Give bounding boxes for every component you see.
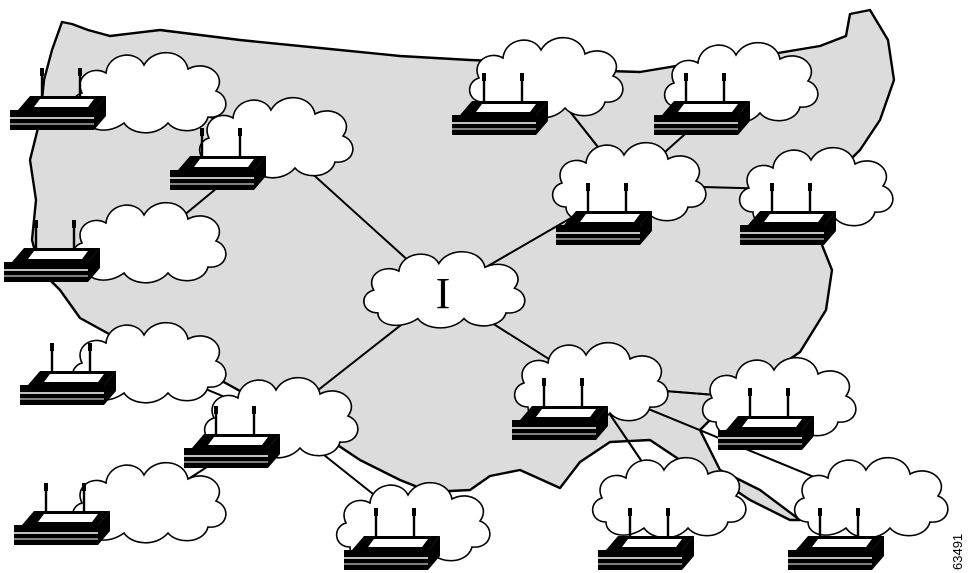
hub-label: I	[436, 269, 451, 318]
cloud-gulf-coast	[591, 456, 747, 539]
site-florida	[786, 456, 949, 572]
site-gulf-coast	[591, 456, 747, 572]
site-texas	[335, 481, 491, 572]
figure-id: 63491	[950, 534, 965, 570]
cloud-florida	[793, 456, 949, 539]
